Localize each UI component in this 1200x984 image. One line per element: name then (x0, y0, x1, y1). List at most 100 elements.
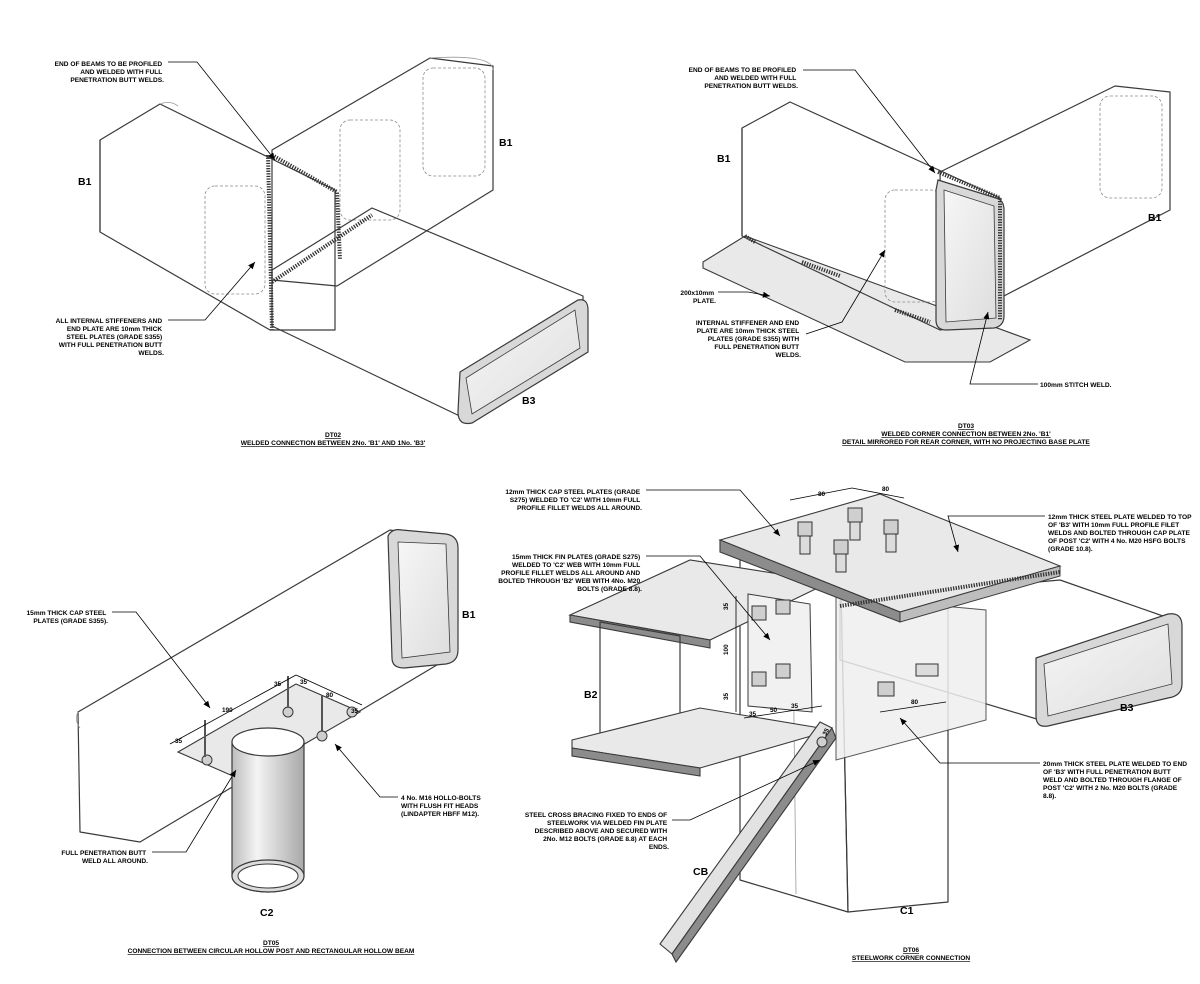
dt06-note-fin: 15mm THICK FIN PLATES (GRADE S275) WELDE… (498, 554, 642, 593)
dt03-note-stitch: 100mm STITCH WELD. (1040, 382, 1112, 389)
label-b3: B3 (522, 395, 536, 407)
caption-id: DT05 (263, 940, 279, 947)
caption-title: WELDED CORNER CONNECTION BETWEEN 2No. 'B… (881, 431, 1051, 438)
hsfg-bolt-icon (797, 507, 899, 573)
note-line: WELDS. (138, 350, 164, 357)
note-line: PLATE. (693, 298, 716, 305)
caption-subtitle: DETAIL MIRRORED FOR REAR CORNER, WITH NO… (842, 439, 1090, 446)
note-line: BOLTS (GRADE 8.8). (577, 586, 642, 593)
note-line: AND WELDED WITH FULL (714, 75, 796, 82)
note-line: 15mm THICK FIN PLATES (GRADE S275) (512, 554, 640, 561)
note-line: AND WELDED WITH FULL (80, 69, 162, 76)
butt-weld-band (266, 154, 274, 331)
note-line: WITH FLUSH FIT HEADS (401, 803, 479, 810)
label-b1: B1 (462, 609, 476, 621)
note-line: PROFILE FILLET WELDS ALL AROUND AND (501, 570, 640, 577)
butt-weld-band (271, 153, 342, 261)
label-b2: B2 (584, 689, 598, 701)
note-line: DESCRIBED ABOVE AND SECURED WITH (535, 828, 668, 835)
beam-b1-left-body (99, 102, 336, 331)
dim-80: 80 (818, 491, 826, 498)
dim-50: 50 (770, 707, 778, 714)
dim-80: 80 (882, 486, 890, 493)
note-line: 8.8). (1043, 793, 1056, 800)
note-line: WELDS. (775, 352, 801, 359)
dim-35: 35 (791, 703, 799, 710)
note-line: STEEL CROSS BRACING FIXED TO ENDS OF (525, 812, 667, 819)
caption-id: DT06 (903, 947, 919, 954)
label-c2: C2 (260, 907, 274, 919)
note-line: POST 'C2' WITH 2 No. M20 BOLTS (GRADE (1043, 785, 1178, 792)
beam-b2-body (568, 559, 833, 777)
note-line: INTERNAL STIFFENER AND END (696, 320, 800, 327)
dim-35: 35 (723, 602, 730, 610)
dim-35: 35 (175, 738, 183, 745)
note-line: OF 'B3' WITH FULL PENETRATION BUTT (1043, 769, 1171, 776)
detail-dt05: 35 190 35 35 80 35 15mm THICK CAP STEEL … (27, 529, 481, 955)
note-line: (GRADE 10.8). (1048, 546, 1093, 553)
detail-dt03: END OF BEAMS TO BE PROFILED AND WELDED W… (680, 67, 1171, 446)
caption-id: DT03 (958, 423, 974, 430)
note-line: PENETRATION BUTT WELDS. (70, 77, 164, 84)
dim-100: 100 (723, 644, 730, 655)
dim-35: 35 (274, 681, 282, 688)
butt-weld-band (270, 213, 374, 284)
note-line: 4 No. M16 HOLLO-BOLTS (401, 795, 481, 802)
dt06-note-end-plate: 20mm THICK STEEL PLATE WELDED TO END OF … (1043, 761, 1189, 800)
note-line: FULL PENETRATION BUTT (61, 850, 146, 857)
dim-80: 80 (911, 699, 919, 706)
note-line: PENETRATION BUTT WELDS. (704, 83, 798, 90)
dt05-note-weld: FULL PENETRATION BUTT WELD ALL AROUND. (61, 850, 148, 865)
note-line: END PLATE ARE 10mm THICK (67, 326, 162, 333)
dt02-note-bottom: ALL INTERNAL STIFFENERS AND END PLATE AR… (56, 318, 164, 357)
circular-post-c2 (231, 727, 305, 893)
beam-b3-body (271, 207, 589, 425)
m20-bolt-icon (751, 599, 939, 697)
note-line: END OF BEAMS TO BE PROFILED (55, 61, 163, 68)
end-plate (835, 595, 987, 761)
dim-35: 35 (723, 692, 730, 700)
note-line: PLATES (GRADE S355). (33, 618, 108, 625)
caption-title: CONNECTION BETWEEN CIRCULAR HOLLOW POST … (128, 948, 415, 955)
beam-b1-body (76, 529, 459, 843)
label-b1-left: B1 (78, 176, 92, 188)
note-line: WELDED TO 'C2' WEB WITH 10mm FULL (512, 562, 640, 569)
dt02-note-top: END OF BEAMS TO BE PROFILED AND WELDED W… (55, 61, 165, 84)
note-line: OF POST 'C2' WITH 4 No. M20 HSFG BOLTS (1048, 538, 1186, 545)
note-line: PROFILE FILLET WELDS ALL AROUND. (517, 505, 642, 512)
dim-35: 35 (749, 711, 757, 718)
cross-bracing-cb (659, 721, 837, 964)
dt06-note-bracing: STEEL CROSS BRACING FIXED TO ENDS OF STE… (525, 812, 669, 851)
label-b3: B3 (1120, 702, 1134, 714)
label-b1-right: B1 (499, 137, 513, 149)
note-line: OF 'B3' WITH 10mm FULL PROFILE FILET (1048, 522, 1179, 529)
note-line: FULL PENETRATION BUTT (714, 344, 799, 351)
note-line: 2No. M12 BOLTS (GRADE 8.8) AT EACH (543, 836, 667, 843)
detail-dt02: END OF BEAMS TO BE PROFILED AND WELDED W… (55, 56, 589, 447)
dt03-note-top: END OF BEAMS TO BE PROFILED AND WELDED W… (689, 67, 799, 90)
dt03-note-stiffener: INTERNAL STIFFENER AND END PLATE ARE 10m… (696, 320, 801, 359)
detail-dt06: 80 80 35 100 35 35 50 35 80 35 12mm THIC… (498, 486, 1192, 964)
dim-35: 35 (300, 679, 308, 686)
note-line: 20mm THICK STEEL PLATE WELDED TO END (1043, 761, 1187, 768)
dt05-note-cap: 15mm THICK CAP STEEL PLATES (GRADE S355)… (27, 610, 109, 625)
caption-title: STEELWORK CORNER CONNECTION (852, 955, 971, 962)
dim-35: 35 (351, 708, 359, 715)
stitch-weld (743, 234, 931, 324)
note-line: ALL INTERNAL STIFFENERS AND (56, 318, 163, 325)
dt03-note-plate: 200x10mm PLATE. (680, 290, 716, 305)
note-line: WITH FULL PENETRATION BUTT (59, 342, 162, 349)
label-c1: C1 (900, 905, 914, 917)
note-line: STEEL PLATES (GRADE S355) (66, 334, 162, 341)
label-b1-left: B1 (717, 153, 731, 165)
dimension-lines (735, 487, 947, 719)
note-line: S275) WELDED TO 'C2' WITH 10mm FULL (510, 497, 640, 504)
dimension-lines (169, 674, 363, 745)
note-line: 12mm THICK STEEL PLATE WELDED TO TOP (1048, 514, 1192, 521)
label-cb: CB (693, 866, 709, 878)
note-line: WELD ALL AROUND. (82, 858, 148, 865)
fillet-weld (839, 570, 1061, 608)
note-line: STEELWORK VIA WELDED FIN PLATE (547, 820, 668, 827)
caption-title: WELDED CONNECTION BETWEEN 2No. 'B1' AND … (241, 440, 426, 447)
note-line: PLATES (GRADE S355) WITH (708, 336, 800, 343)
